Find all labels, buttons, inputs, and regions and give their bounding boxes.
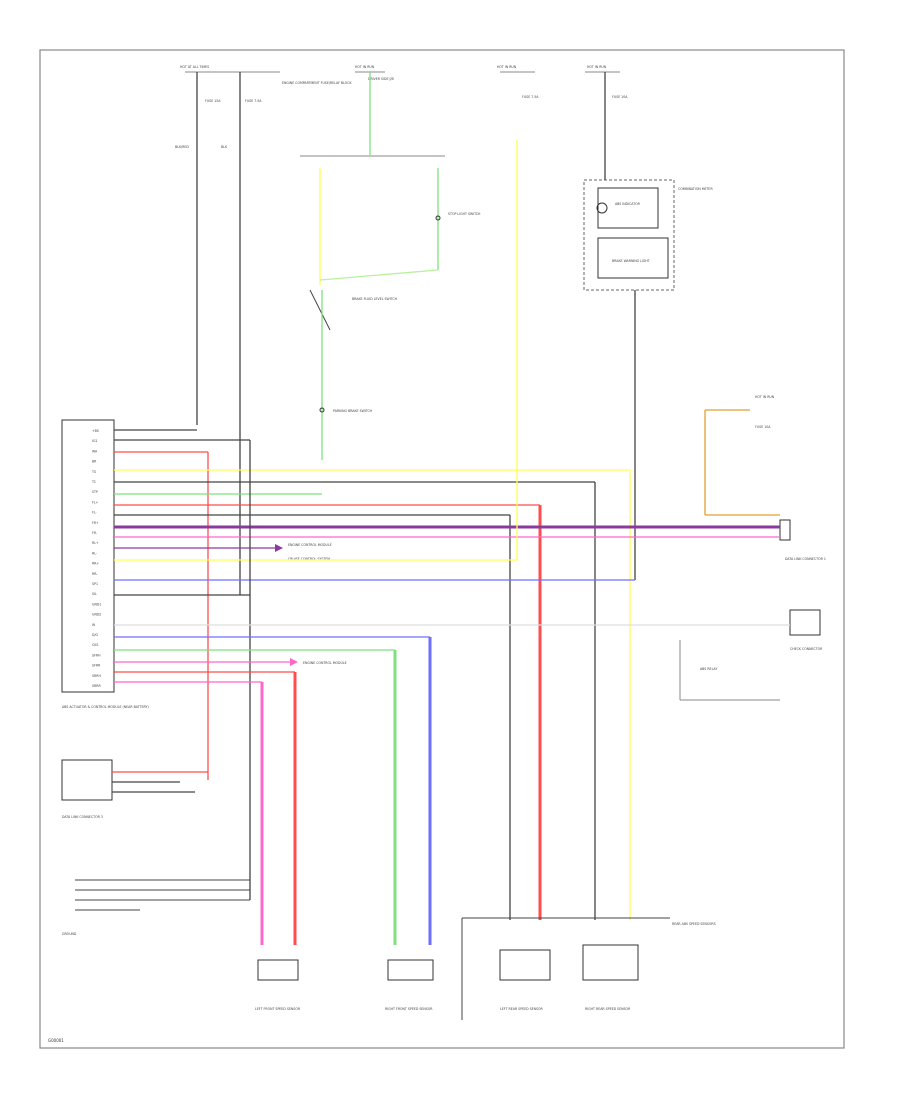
module-pin-label: CKS <box>92 643 98 647</box>
abs-module: ABS ACTUATOR & CONTROL MODULE (NEAR BATT… <box>61 140 790 945</box>
module-pin-label: FL+ <box>92 500 99 504</box>
relay-box-label: ENGINE COMPARTMENT FUSE/RELAY BLOCK <box>282 81 352 85</box>
left-rear-sensor-icon <box>499 949 551 981</box>
hot-right-label: HOT IN RUN <box>755 395 775 399</box>
module-pin-label: BR <box>92 460 97 464</box>
stop-switch-contact-icon <box>435 215 441 221</box>
figure-number: G00001 <box>48 1038 64 1043</box>
hot-label-a: HOT AT ALL TIMES <box>180 65 209 69</box>
abs-indicator-box <box>597 187 659 229</box>
arrow-icon <box>275 544 283 552</box>
fuse-right-label: FUSE 10A <box>755 425 771 429</box>
brake-warning-label: BRAKE WARNING LIGHT <box>612 259 650 263</box>
brake-warning-box <box>597 237 669 279</box>
combination-meter-label: COMBINATION METER <box>678 187 713 191</box>
module-pin-label: RL- <box>92 551 97 555</box>
right-connector-box <box>779 519 791 541</box>
module-pin-label: IG1 <box>92 439 97 443</box>
module-pin-label: SFRH <box>92 653 101 657</box>
data-link-label: DATA LINK CONNECTOR 3 <box>62 815 103 819</box>
module-pin-label: FR- <box>92 531 97 535</box>
ecm-ref-c-label: CRUISE CONTROL SYSTEM <box>288 557 330 561</box>
fuse-label-c: FUSE 7.5A <box>522 95 539 99</box>
right-front-sensor-label: RIGHT FRONT SPEED SENSOR <box>385 1007 433 1011</box>
hot-label-d: HOT IN RUN <box>587 65 607 69</box>
right-rear-sensor-icon <box>582 944 639 981</box>
module-pin-label: D/G <box>92 633 99 637</box>
hot-label-b: HOT IN RUN <box>355 65 375 69</box>
ground-section: GROUND <box>62 879 250 936</box>
fuse-label-a: FUSE 15A <box>205 99 221 103</box>
ecm-ref-a-label: ENGINE CONTROL MODULE <box>288 543 332 547</box>
combination-meter: COMBINATION METER ABS INDICATOR BRAKE WA… <box>583 72 713 580</box>
wire-label-blk: BLK <box>221 145 228 149</box>
module-pin-label: RR- <box>92 572 97 576</box>
module-pin-label: FL- <box>92 511 97 515</box>
module-pin-label: GND1 <box>92 602 101 606</box>
brake-switch-label: BRAKE FLUID LEVEL SWITCH <box>352 297 398 301</box>
hot-label-c: HOT IN RUN <box>497 65 517 69</box>
rear-sensor-group-label: REAR ABS SPEED SENSORS <box>672 922 716 926</box>
rear-sensors: LEFT REAR SPEED SENSOR RIGHT REAR SPEED … <box>461 917 716 1020</box>
parking-switch-icon <box>319 407 325 413</box>
stop-switch-label: STOP LIGHT SWITCH <box>448 212 481 216</box>
ground-label: GROUND <box>62 932 77 936</box>
module-pin-label: GND2 <box>92 613 101 617</box>
fuse-label-d: FUSE 10A <box>612 95 628 99</box>
left-rear-sensor-label: LEFT REAR SPEED SENSOR <box>500 1007 544 1011</box>
right-rear-sensor-label: RIGHT REAR SPEED SENSOR <box>585 1007 631 1011</box>
parking-switch-label: PARKING BRAKE SWITCH <box>333 409 373 413</box>
module-pin-label: TC <box>91 480 97 484</box>
module-pin-label: FR+ <box>92 521 99 525</box>
module-pin-label: SRRH <box>92 674 101 678</box>
right-front-sensor-icon <box>387 959 434 981</box>
fuse-label-b: FUSE 7.5A <box>245 99 262 103</box>
left-front-sensor-label: LEFT FRONT SPEED SENSOR <box>255 1007 301 1011</box>
module-pin-label: W <box>92 623 96 627</box>
module-pin-label: +BS <box>92 429 99 433</box>
diagram-frame <box>39 49 845 1049</box>
module-pin-label: RR+ <box>92 562 99 566</box>
data-link-connector: DATA LINK CONNECTOR 3 <box>61 759 208 819</box>
abs-indicator-bulb-icon <box>596 202 608 214</box>
wire-label-blk-red: BLK/RED <box>175 145 189 149</box>
junction-label: DRIVER SIDE J/B <box>368 77 394 81</box>
relay-right-label: ABS RELAY <box>700 667 717 671</box>
abs-module-label: ABS ACTUATOR & CONTROL MODULE (NEAR BATT… <box>62 705 149 709</box>
abs-module-box <box>61 419 115 693</box>
check-connector-label: CHECK CONNECTOR <box>790 647 823 651</box>
front-sensors: LEFT FRONT SPEED SENSOR RIGHT FRONT SPEE… <box>255 959 434 1011</box>
ecm-ref-b-label: ENGINE CONTROL MODULE <box>303 661 347 665</box>
right-components: HOT IN RUN FUSE 10A DATA LINK CONNECTOR … <box>679 395 826 701</box>
right-connector-label: DATA LINK CONNECTOR 1 <box>785 557 826 561</box>
power-feed-section: HOT AT ALL TIMES ENGINE COMPARTMENT FUSE… <box>175 65 628 595</box>
stop-switch-section: STOP LIGHT SWITCH BRAKE FLUID LEVEL SWIT… <box>300 155 481 460</box>
check-connector-box <box>789 609 821 636</box>
data-link-box <box>61 759 113 801</box>
arrow-icon <box>290 658 298 666</box>
left-front-sensor-icon <box>257 959 299 981</box>
combination-meter-box <box>583 179 675 291</box>
module-pin-label: SP1 <box>92 582 98 586</box>
module-pin-label: SFRR <box>92 664 101 668</box>
module-pin-label: RL+ <box>92 541 99 545</box>
module-pin-label: SRRR <box>92 684 101 688</box>
module-pin-label: STP <box>92 490 98 494</box>
abs-indicator-label: ABS INDICATOR <box>615 202 641 206</box>
module-pin-label: WA <box>92 449 98 453</box>
module-pin-label: SIL <box>92 592 97 596</box>
module-pin-label: TS <box>91 470 96 474</box>
